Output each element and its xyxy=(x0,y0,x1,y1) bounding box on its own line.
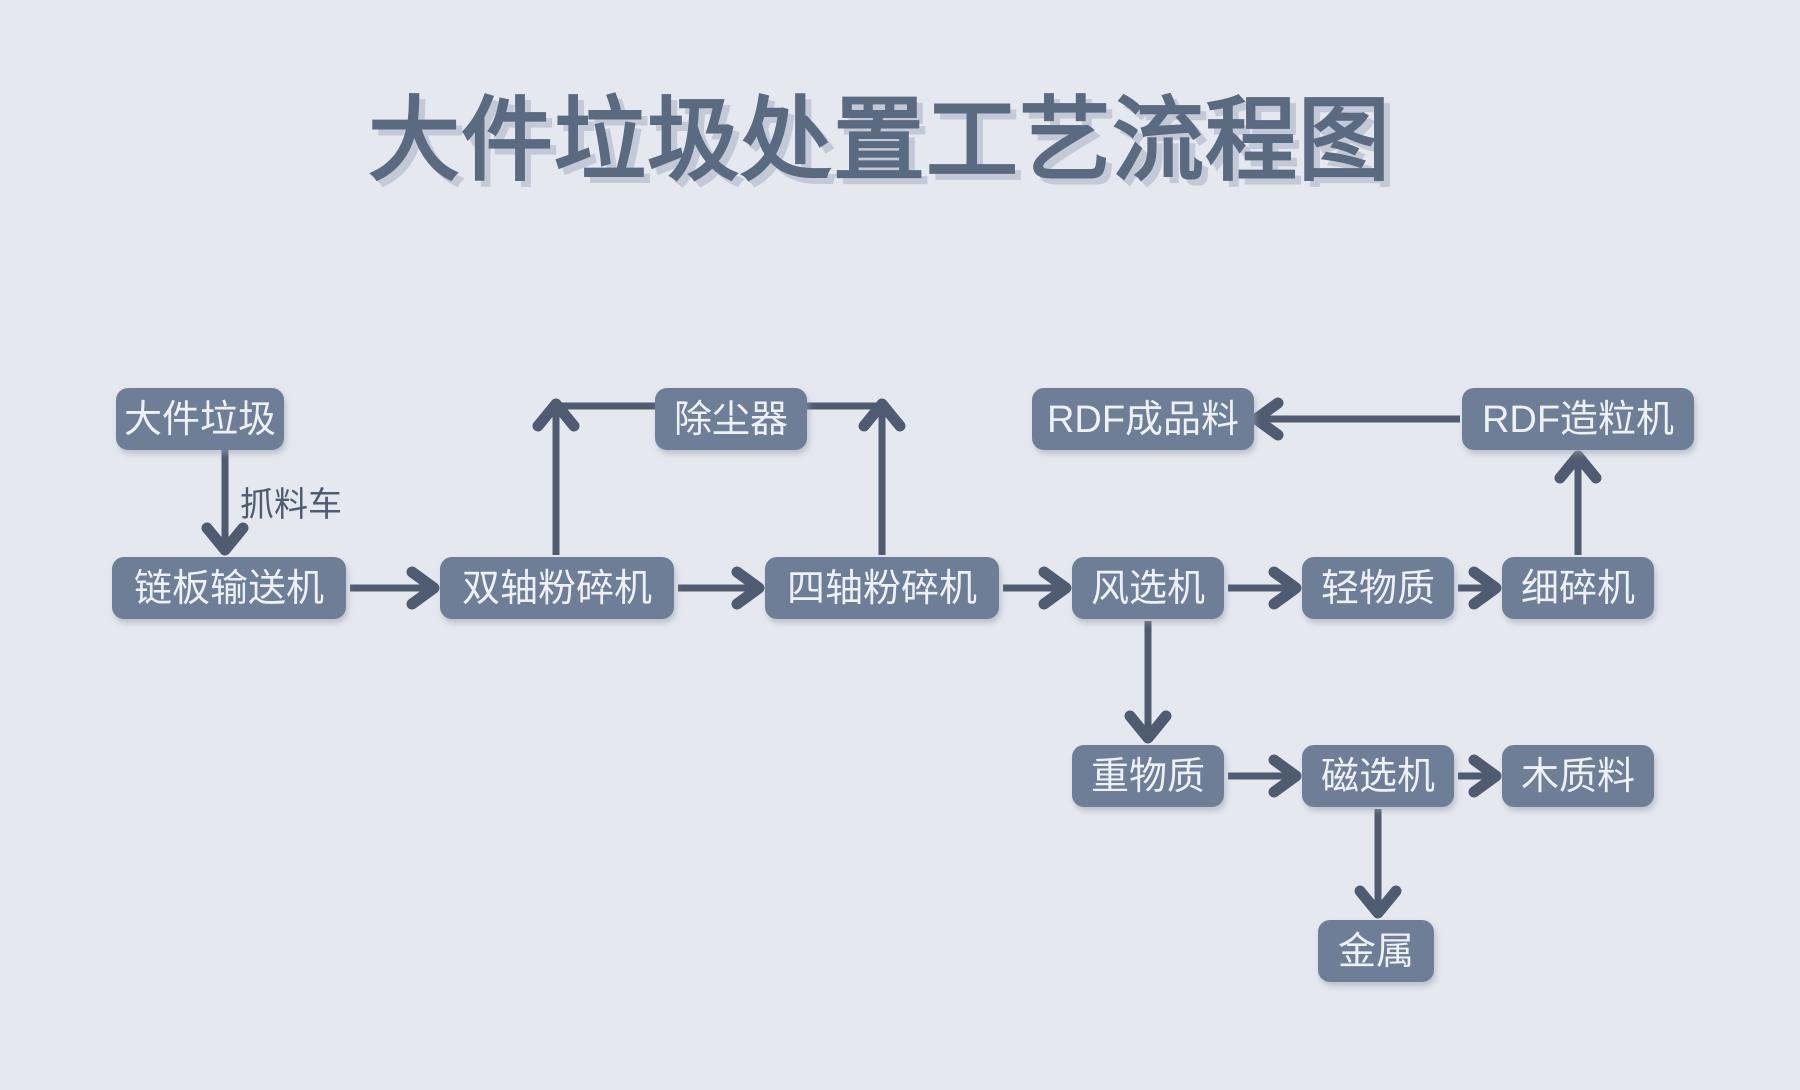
node-box[interactable] xyxy=(440,557,674,619)
node-heavy-material[interactable]: 重物质 xyxy=(1072,745,1224,807)
arrowhead-right-icon xyxy=(1468,566,1502,610)
edge-label-grab-truck: 抓料车 xyxy=(240,486,342,524)
node-metal[interactable]: 金属 xyxy=(1318,920,1434,982)
arrowhead-left-icon xyxy=(1250,397,1284,441)
node-box[interactable] xyxy=(1318,920,1434,982)
page-title-text: 大件垃圾处置工艺流程图 xyxy=(368,90,1391,192)
edge-light-to-finecrusher xyxy=(1458,566,1502,610)
node-box[interactable] xyxy=(1302,557,1454,619)
arrowhead-down-icon xyxy=(201,522,249,556)
node-magnetic-separator[interactable]: 磁选机 xyxy=(1302,745,1454,807)
arrowhead-right-icon xyxy=(1038,566,1072,610)
node-box[interactable] xyxy=(112,557,346,619)
node-dual-shaft-shredder[interactable]: 双轴粉碎机 xyxy=(440,557,674,619)
arrowhead-up-icon xyxy=(858,398,906,432)
edge-quadshaft-to-airsep xyxy=(1003,566,1072,610)
edge-airsep-to-light xyxy=(1228,566,1302,610)
node-label: RDF成品料 xyxy=(1047,399,1239,441)
edge-magnetic-to-metal xyxy=(1354,809,1402,919)
node-box[interactable] xyxy=(655,388,807,450)
arrowhead-right-icon xyxy=(1468,754,1502,798)
page-title: 大件垃圾处置工艺流程图 大件垃圾处置工艺流程图 xyxy=(368,90,1397,198)
node-label: 轻物质 xyxy=(1321,568,1435,610)
arrowhead-right-icon xyxy=(731,566,765,610)
node-chain-conveyor[interactable]: 链板输送机 xyxy=(112,557,346,619)
node-label: 除尘器 xyxy=(674,399,788,441)
node-box[interactable] xyxy=(1072,557,1224,619)
node-box[interactable] xyxy=(1502,745,1654,807)
node-label: 双轴粉碎机 xyxy=(462,568,652,610)
edge-line xyxy=(802,402,886,555)
node-label: 磁选机 xyxy=(1321,756,1435,798)
arrowhead-right-icon xyxy=(1268,754,1302,798)
node-quad-shaft-shredder[interactable]: 四轴粉碎机 xyxy=(765,557,999,619)
node-box[interactable] xyxy=(116,388,284,450)
node-box[interactable] xyxy=(1072,745,1224,807)
node-air-separator[interactable]: 风选机 xyxy=(1072,557,1224,619)
arrowhead-right-icon xyxy=(406,566,440,610)
node-label: 大件垃圾 xyxy=(124,399,276,441)
node-fine-crusher[interactable]: 细碎机 xyxy=(1502,557,1654,619)
node-box[interactable] xyxy=(1302,745,1454,807)
edge-magnetic-to-wood xyxy=(1458,754,1502,798)
arrowhead-down-icon xyxy=(1354,885,1402,919)
node-label: 四轴粉碎机 xyxy=(787,568,977,610)
node-label: 链板输送机 xyxy=(134,568,324,610)
node-wood-material[interactable]: 木质料 xyxy=(1502,745,1654,807)
node-box[interactable] xyxy=(1462,388,1694,450)
node-label: 木质料 xyxy=(1521,756,1635,798)
arrowhead-up-icon xyxy=(532,398,580,432)
edge-airsep-to-heavy xyxy=(1124,621,1172,744)
edge-bulky-to-conveyor xyxy=(201,450,249,556)
edge-finecrusher-to-granulator xyxy=(1554,450,1602,555)
node-light-material[interactable]: 轻物质 xyxy=(1302,557,1454,619)
arrowhead-right-icon xyxy=(1268,566,1302,610)
arrowhead-up-icon xyxy=(1554,450,1602,484)
edge-conveyor-to-dualshaft xyxy=(350,566,440,610)
node-label: 风选机 xyxy=(1091,568,1205,610)
edge-dualshaft-to-quadshaft xyxy=(678,566,765,610)
node-label: RDF造粒机 xyxy=(1482,399,1674,441)
edge-dualshaft-to-dust xyxy=(532,398,660,555)
node-box[interactable] xyxy=(1502,557,1654,619)
node-dust-collector[interactable]: 除尘器 xyxy=(655,388,807,450)
page-title-shadow: 大件垃圾处置工艺流程图 xyxy=(374,96,1397,198)
node-bulky-waste[interactable]: 大件垃圾 xyxy=(116,388,284,450)
edge-layer: 抓料车 xyxy=(201,397,1602,919)
node-layer: 大件垃圾 链板输送机 除尘器 双轴粉碎机 四轴粉碎机 风选机 xyxy=(112,388,1694,982)
node-box[interactable] xyxy=(765,557,999,619)
node-rdf-granulator[interactable]: RDF造粒机 xyxy=(1462,388,1694,450)
edge-heavy-to-magnetic xyxy=(1228,754,1302,798)
node-label: 金属 xyxy=(1338,931,1414,973)
node-rdf-product[interactable]: RDF成品料 xyxy=(1032,388,1254,450)
node-box[interactable] xyxy=(1032,388,1254,450)
node-label: 细碎机 xyxy=(1521,568,1635,610)
node-label: 重物质 xyxy=(1091,756,1205,798)
edge-granulator-to-product xyxy=(1250,397,1460,441)
arrowhead-down-icon xyxy=(1124,710,1172,744)
edge-quadshaft-to-dust xyxy=(802,398,906,555)
